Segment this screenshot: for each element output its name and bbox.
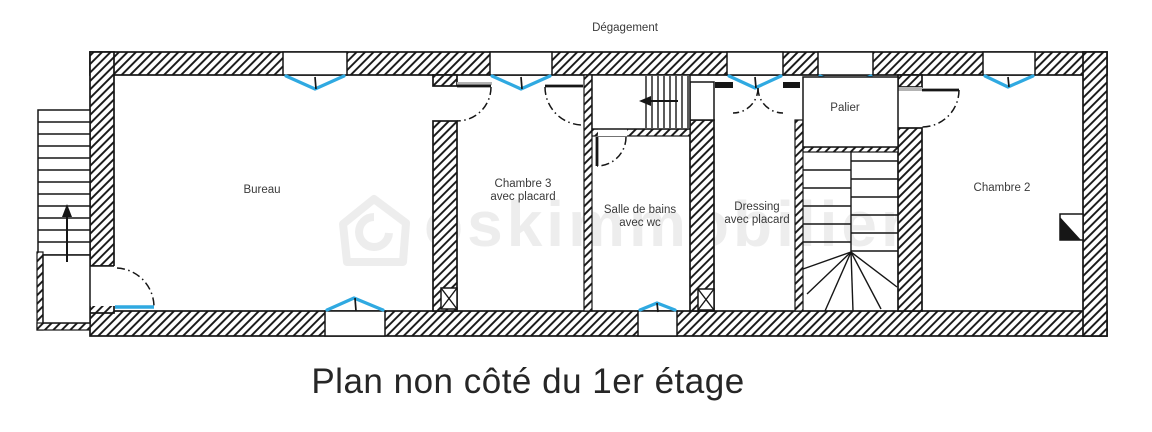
window-icon-dressing-top bbox=[727, 74, 783, 90]
room-label-palier: Palier bbox=[830, 102, 860, 114]
landing-wall-bottom bbox=[36, 322, 91, 331]
wall-bureau-chambre3 bbox=[432, 120, 458, 312]
post-symbol-2 bbox=[697, 288, 715, 311]
window-opening-bureau-top bbox=[282, 51, 348, 76]
window-icon-chambre3-top bbox=[490, 74, 552, 91]
room-label-degagement: Dégagement bbox=[592, 22, 659, 34]
room-label-dressing-line2: avec placard bbox=[724, 214, 789, 226]
window-tick bbox=[656, 302, 659, 313]
room-label-dressing: Dressing bbox=[734, 201, 779, 213]
palier-outline bbox=[802, 76, 899, 148]
wall-bottom bbox=[89, 310, 1108, 337]
wall-chambre3-sdb bbox=[583, 74, 593, 312]
lintel-chambre2-door bbox=[898, 87, 922, 91]
wall-stairwell-chambre2-stub bbox=[897, 74, 923, 88]
door-swing-dressing-left bbox=[732, 87, 759, 114]
window-tick bbox=[314, 76, 317, 90]
plan-symbols bbox=[440, 213, 1084, 311]
palier-and-staircase bbox=[802, 76, 899, 312]
watermark-logo-inner-mark bbox=[355, 213, 393, 251]
wall-left bbox=[89, 51, 115, 267]
door-swing-chambre3-left bbox=[456, 86, 492, 122]
wall-stairwell-chambre2 bbox=[897, 127, 923, 312]
window-opening-dressing-top bbox=[726, 51, 784, 76]
window-tick bbox=[520, 76, 523, 90]
lintel-chambre3-door bbox=[457, 82, 492, 85]
stair-landing bbox=[42, 254, 91, 324]
window-opening-palier-top bbox=[817, 51, 874, 76]
doors bbox=[115, 84, 960, 309]
door-swing-chambre3-right bbox=[544, 86, 584, 126]
window-openings bbox=[89, 51, 1036, 337]
window-opening-sdb-bottom bbox=[637, 310, 678, 337]
window-opening-chambre2-top bbox=[982, 51, 1036, 76]
landing-wall-left bbox=[36, 251, 44, 331]
wall-right bbox=[1082, 51, 1108, 337]
door-opening-left-wall bbox=[89, 266, 115, 306]
opening-sdb-wall-top bbox=[689, 81, 715, 121]
wall-sdb-dressing bbox=[689, 119, 715, 312]
room-label-chambre2: Chambre 2 bbox=[974, 182, 1031, 194]
room-label-chambre3: Chambre 3 bbox=[495, 178, 552, 190]
room-label-bureau: Bureau bbox=[243, 184, 280, 196]
corridor-wall-segment-left bbox=[715, 82, 733, 88]
door-swing-sdb bbox=[596, 136, 627, 167]
window-tick bbox=[754, 76, 757, 89]
door-swing-bureau-exterior bbox=[116, 267, 155, 307]
main-staircase-treads bbox=[803, 152, 898, 252]
stair-treads bbox=[38, 121, 90, 243]
window-opening-bureau-bottom bbox=[324, 310, 386, 337]
room-label-chambre3-line2: avec placard bbox=[490, 191, 555, 203]
wall-bureau-chambre3-stub bbox=[432, 74, 458, 87]
room-label-salle-de-bains: Salle de bains bbox=[604, 204, 676, 216]
plan-title: Plan non côté du 1er étage bbox=[311, 362, 744, 401]
wall-top bbox=[89, 51, 1108, 76]
landing-arrow-head-icon bbox=[639, 96, 651, 106]
duct-symbol-chambre2 bbox=[1059, 213, 1084, 241]
post-symbol-1 bbox=[440, 287, 458, 310]
watermark-house-logo-icon bbox=[339, 195, 410, 266]
hall-stair-landing bbox=[591, 74, 691, 130]
door-opening-sdb bbox=[598, 129, 627, 136]
window-icon-bureau-bottom bbox=[325, 296, 385, 312]
winder-steps bbox=[802, 251, 898, 312]
window-opening-chambre3-top bbox=[489, 51, 553, 76]
interior-walls bbox=[432, 74, 923, 312]
door-swing-chambre2 bbox=[921, 89, 960, 128]
wall-dressing-stairwell bbox=[794, 119, 804, 312]
window-icon-chambre2-top bbox=[983, 74, 1035, 89]
window-tick bbox=[1007, 76, 1010, 88]
window-tick bbox=[354, 297, 357, 312]
room-label-salle-de-bains-line2: avec wc bbox=[619, 217, 661, 229]
stair-arrow-head-icon bbox=[62, 204, 72, 217]
room-labels: Dégagement Bureau Chambre 3 avec placard… bbox=[243, 22, 1030, 229]
exterior-staircase bbox=[36, 109, 91, 331]
door-swing-dressing-right bbox=[757, 87, 784, 114]
window-icon-bureau-top bbox=[284, 74, 346, 91]
corridor-wall-segment-right bbox=[783, 82, 800, 88]
